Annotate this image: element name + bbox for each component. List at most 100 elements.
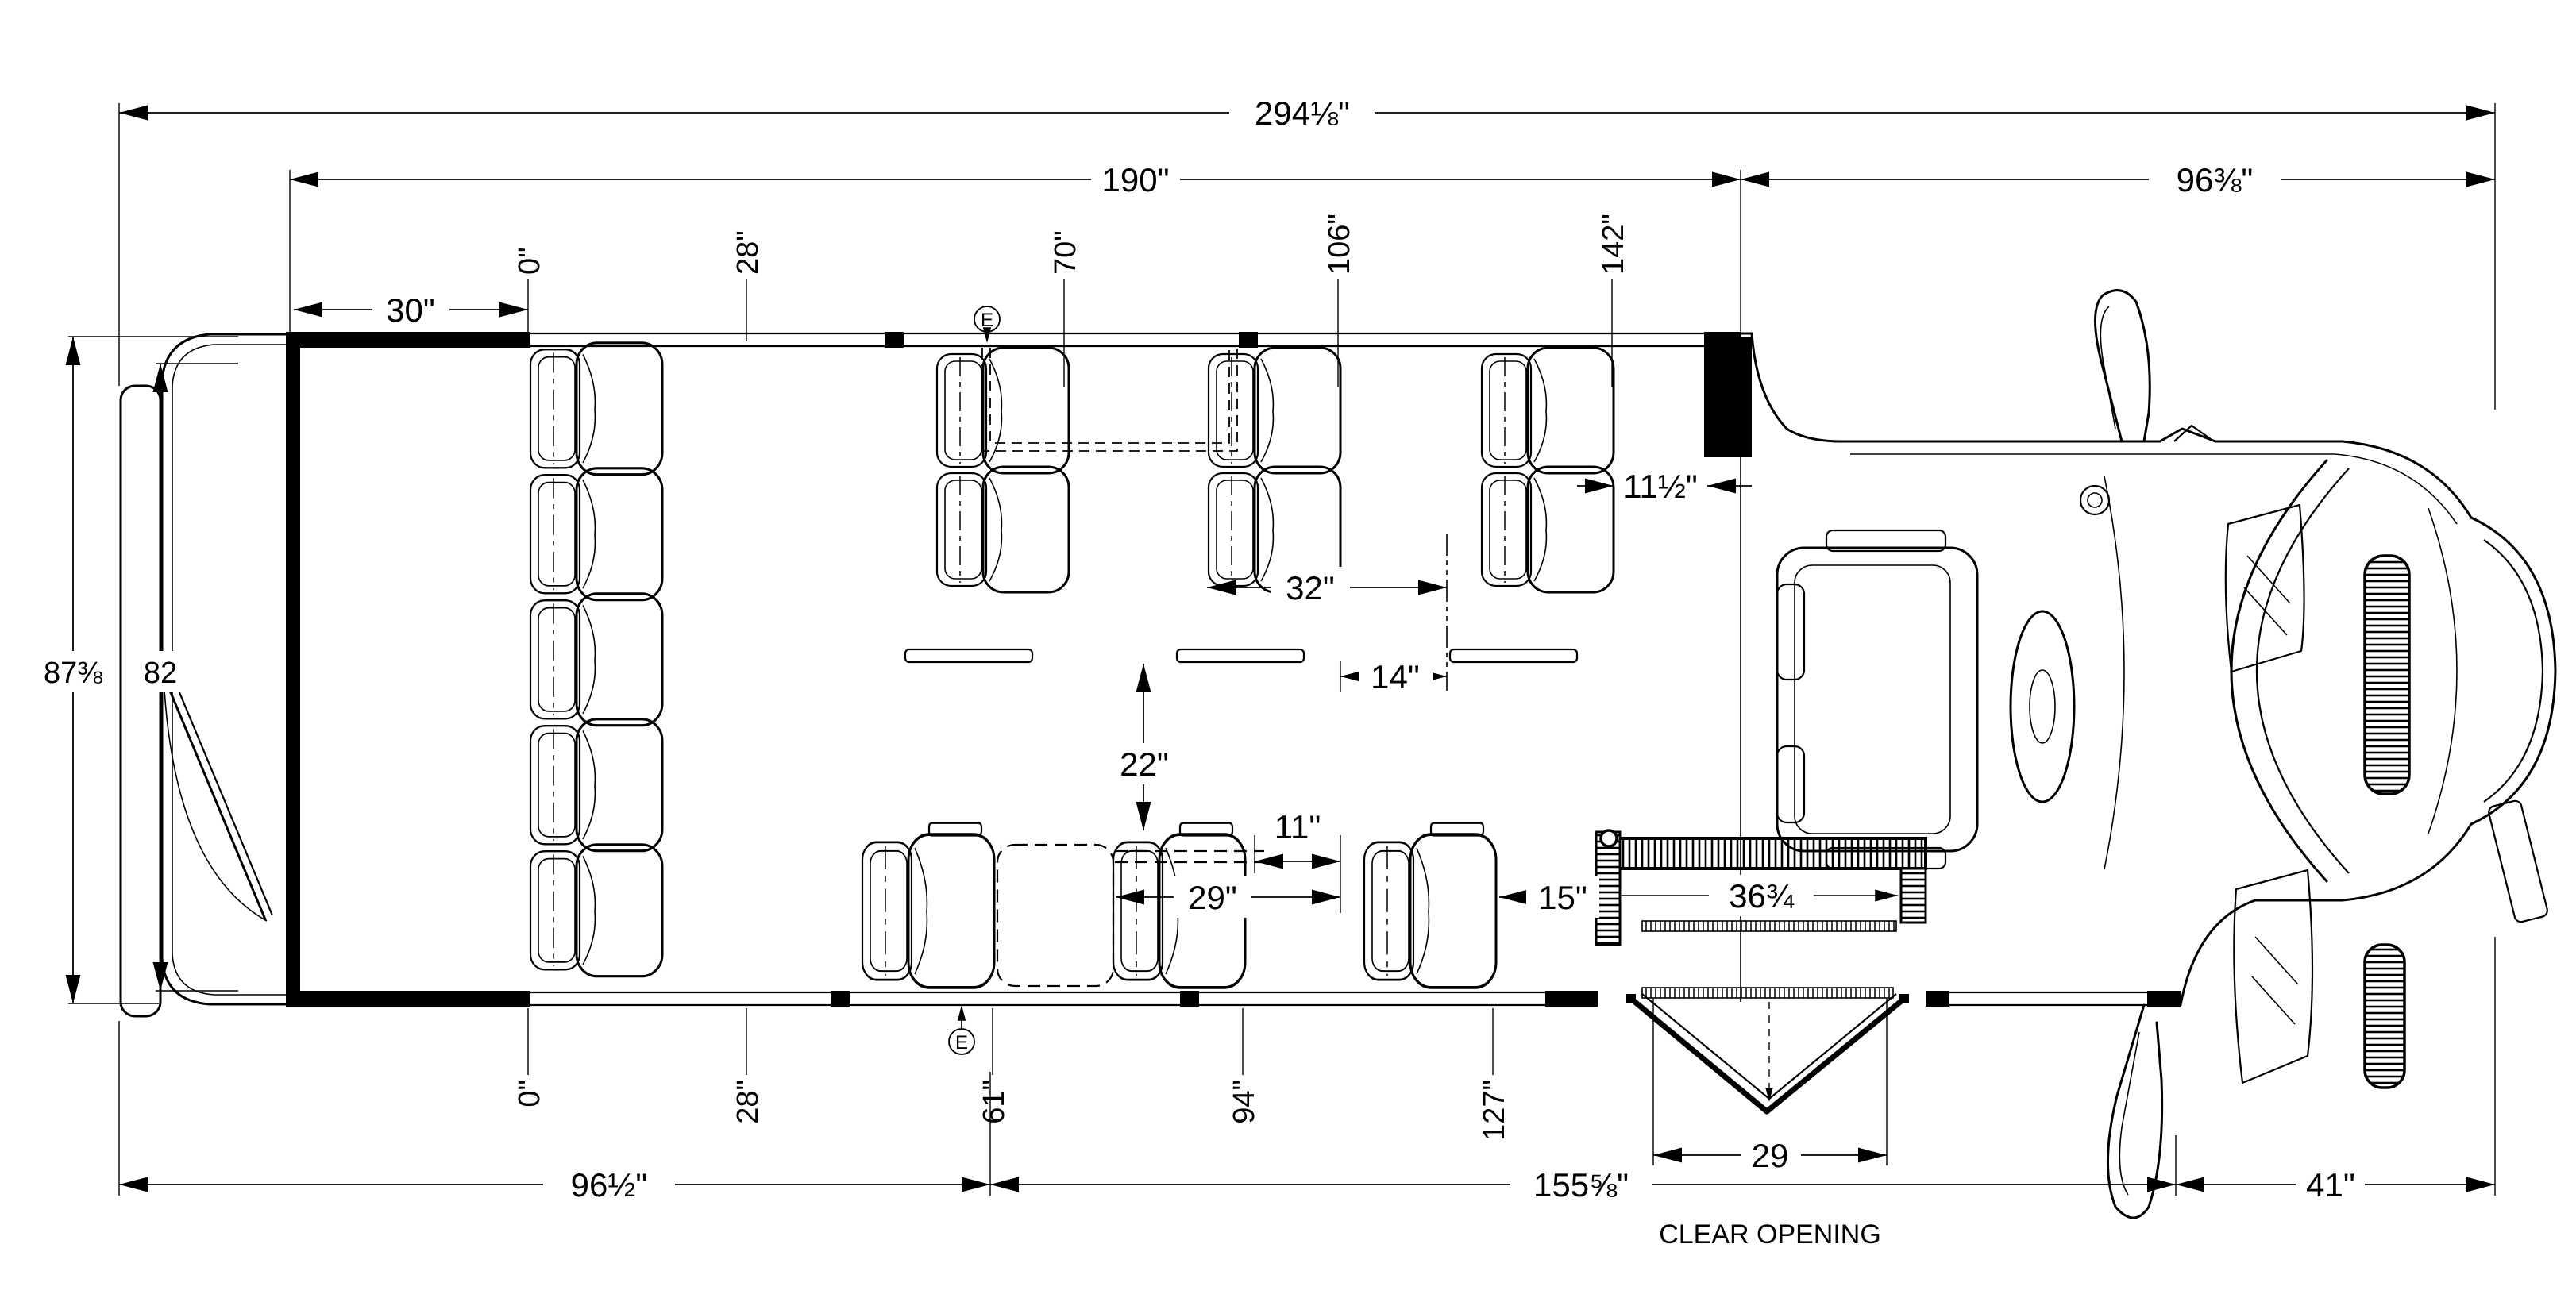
license-plate [2488, 799, 2548, 923]
lift-doors-open [1626, 993, 1909, 1115]
windshield-glass-top [2224, 503, 2305, 673]
dash-edge [2104, 476, 2125, 870]
dim-width-exterior: 87⅜ [29, 336, 238, 1004]
top-mark-28: 28" [731, 230, 765, 275]
dim-bottom-right-value: 41" [2306, 1166, 2355, 1204]
passenger-seat [529, 843, 664, 978]
grille-vent-top [2363, 554, 2411, 795]
roof-marker [2173, 424, 2215, 442]
seat-headrest-bar [1429, 822, 1485, 837]
dim-bottom-left: 96½" [119, 1164, 990, 1205]
bottom-mark-94: 94" [1228, 1080, 1261, 1124]
engine-console [1776, 529, 1979, 870]
rear-partition-wall [286, 332, 300, 1007]
wiper-streak [2246, 555, 2291, 604]
top-mark-106: 106" [1323, 214, 1356, 275]
dim-overall-length: 294⅛" [119, 92, 2495, 133]
bottom-wall [294, 991, 2181, 1007]
dim-15-value: 15" [1538, 879, 1587, 916]
passenger-seat [1112, 822, 1247, 989]
passenger-seat [529, 341, 664, 476]
steering-wheel [2009, 610, 2076, 803]
dim-clear-opening-value: 29 [1752, 1137, 1789, 1174]
seat-headrest-bar [1178, 822, 1234, 837]
lift-pivot [1599, 829, 1618, 848]
vehicle-body [119, 332, 2181, 1018]
dim-11-5-value: 11½" [1623, 468, 1698, 505]
cab-transition-top [1739, 332, 1844, 443]
bottom-mark-0: 0" [513, 1080, 546, 1107]
clear-opening-label: CLEAR OPENING [1659, 1219, 1881, 1250]
top-mark-0: 0" [513, 247, 546, 275]
dim-11-5: 11½" [1577, 468, 1752, 505]
emergency-exit-bottom: E [948, 1005, 975, 1055]
dim-cab-length: 96⅜" [1741, 159, 2495, 200]
dim-22: 22" [1107, 664, 1182, 830]
bottom-position-marks: 0" 28" 61" 94" 127" [513, 1008, 1511, 1141]
emergency-exit-top: E [974, 306, 1238, 452]
dim-width-interior-value: 82 [144, 657, 177, 690]
dim-bottom-right: 41" [2176, 1164, 2495, 1205]
lift-floor-edge [1641, 987, 1894, 999]
lift-platform-edge [1641, 920, 1897, 932]
dim-32-value: 32" [1286, 569, 1335, 607]
dim-14: 14" [1340, 656, 1447, 697]
top-mark-142: 142" [1597, 214, 1630, 275]
wheelchair-lift [1595, 829, 1927, 1115]
dim-bottom-left-value: 96½" [571, 1166, 648, 1204]
dim-11-value: 11" [1275, 808, 1321, 846]
passenger-seat [529, 592, 664, 727]
dim-bottom-middle-value: 155⅝" [1533, 1166, 1629, 1204]
bottom-mark-28: 28" [731, 1080, 765, 1124]
fuel-cap [2079, 484, 2111, 516]
dim-overall-length-value: 294⅛" [1255, 94, 1350, 132]
dim-22-value: 22" [1120, 745, 1169, 783]
bottom-mark-61: 61" [978, 1080, 1011, 1124]
passenger-seat [1207, 346, 1342, 475]
passenger-seat [861, 822, 996, 989]
dim-luggage-depth-value: 30" [386, 291, 435, 329]
top-mark-70: 70" [1049, 230, 1082, 275]
windshield [2224, 459, 2350, 1084]
dim-15: 15" [1499, 876, 1599, 918]
cab-side-bottom [2254, 822, 2473, 902]
side-mirror-top [2093, 289, 2151, 443]
dim-luggage-depth: 30" [294, 289, 528, 330]
emergency-exit-bottom-label: E [955, 1032, 968, 1054]
seats-layer [529, 341, 1615, 989]
dim-width-exterior-value: 87⅜ [44, 657, 102, 690]
cab-transition-bottom [2179, 899, 2257, 1007]
dim-lift-width: 36¾ [1622, 875, 1898, 916]
top-wall [294, 332, 1741, 348]
dim-11: 11" [1254, 808, 1341, 913]
passenger-seat [529, 718, 664, 853]
front-cab [1739, 289, 2557, 1219]
passenger-seat [1363, 822, 1498, 989]
passenger-seat [935, 465, 1070, 594]
driver-partition-cabinet [1704, 337, 1752, 457]
dim-29: 29" [1116, 876, 1340, 918]
seat-rails [904, 648, 1579, 664]
dim-clear-opening: 29 CLEAR OPENING [1652, 999, 1888, 1250]
top-position-marks: 0" 28" 70" 106" 142" [513, 214, 1630, 387]
dim-32: 32" [1207, 534, 1448, 691]
emergency-exit-top-label: E [981, 310, 993, 331]
dim-lift-width-value: 36¾ [1729, 877, 1795, 915]
lift-right-arm [1899, 867, 1927, 924]
side-mirror-bottom [2106, 1003, 2164, 1219]
dim-14-value: 14" [1371, 658, 1420, 695]
dim-body-length: 190" [290, 159, 1741, 200]
passenger-seat [935, 346, 1070, 475]
dimension-annotations: 294⅛" 190" 96⅜" 30" [29, 92, 2496, 1250]
hood-line [2428, 507, 2458, 834]
windshield-glass-bottom [2233, 869, 2314, 1084]
front-bumper [2470, 516, 2557, 923]
lift-left-arm [1595, 830, 1622, 946]
dim-cab-length-value: 96⅜" [2177, 161, 2254, 198]
dim-29-value: 29" [1188, 879, 1237, 916]
passenger-seat [1480, 346, 1615, 475]
rear-bumper [119, 384, 162, 1018]
dim-bottom-middle: 155⅝" [990, 1164, 2176, 1205]
